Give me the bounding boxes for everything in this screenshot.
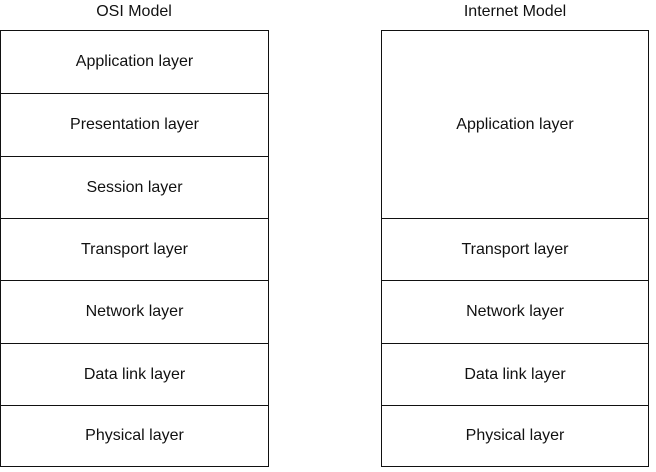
osi-model-title: OSI Model xyxy=(96,3,172,20)
osi-session-layer: Session layer xyxy=(1,156,268,218)
internet-transport-layer: Transport layer xyxy=(382,218,648,280)
osi-physical-layer: Physical layer xyxy=(1,405,268,465)
internet-data-link-layer: Data link layer xyxy=(382,343,648,405)
osi-model-stack: Application layer Presentation layer Ses… xyxy=(0,30,269,467)
osi-application-layer: Application layer xyxy=(75,53,194,70)
osi-presentation-layer: Presentation layer xyxy=(1,93,268,156)
internet-model-stack: Application layer Transport layer Networ… xyxy=(381,30,649,467)
osi-data-link-layer: Data link layer xyxy=(1,343,268,405)
internet-network-layer: Network layer xyxy=(382,280,648,343)
internet-application-layer: Application layer xyxy=(456,115,574,133)
internet-physical-layer: Physical layer xyxy=(382,405,648,465)
osi-transport-layer: Transport layer xyxy=(1,218,268,280)
osi-network-layer: Network layer xyxy=(1,280,268,343)
internet-model-title: Internet Model xyxy=(463,3,567,20)
